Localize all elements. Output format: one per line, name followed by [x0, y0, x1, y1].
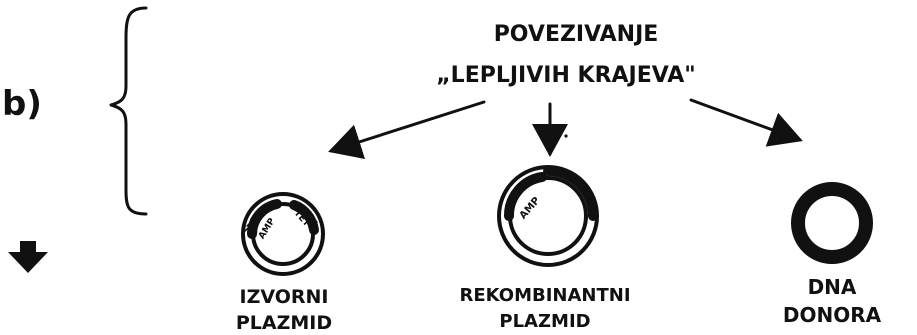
- arrow-to-donor-dna: [691, 100, 800, 140]
- arrow-to-source-plasmid: [331, 102, 484, 151]
- diagram-title-line-2: „LEPLJIVIH KRAJEVA": [436, 63, 696, 88]
- donor-dna-caption-line-1: DNA: [808, 275, 857, 299]
- recombinant-plasmid-caption-line-2: PLAZMID: [499, 311, 590, 332]
- source-plasmid-caption-line-2: PLAZMID: [236, 312, 332, 334]
- recombinant-plasmid-caption-line-1: REKOMBINANTNI: [459, 285, 630, 306]
- recombinant-plasmid-amp-label: AMP: [518, 195, 543, 221]
- source-plasmid-caption-line-1: IZVORNI: [240, 286, 329, 308]
- donor-dna: [798, 189, 866, 257]
- down-arrow-icon: [8, 241, 48, 273]
- panel-label: b): [2, 84, 42, 124]
- curly-brace-icon: [111, 8, 146, 214]
- donor-dna-caption-line-2: DONORA: [783, 303, 882, 327]
- recombinant-plasmid: AMP: [499, 167, 597, 265]
- source-plasmid: AMP TET: [243, 194, 323, 274]
- small-dot: [564, 134, 567, 137]
- diagram-title-line-1: POVEZIVANJE: [494, 22, 659, 47]
- donor-dna-ring: [798, 189, 866, 257]
